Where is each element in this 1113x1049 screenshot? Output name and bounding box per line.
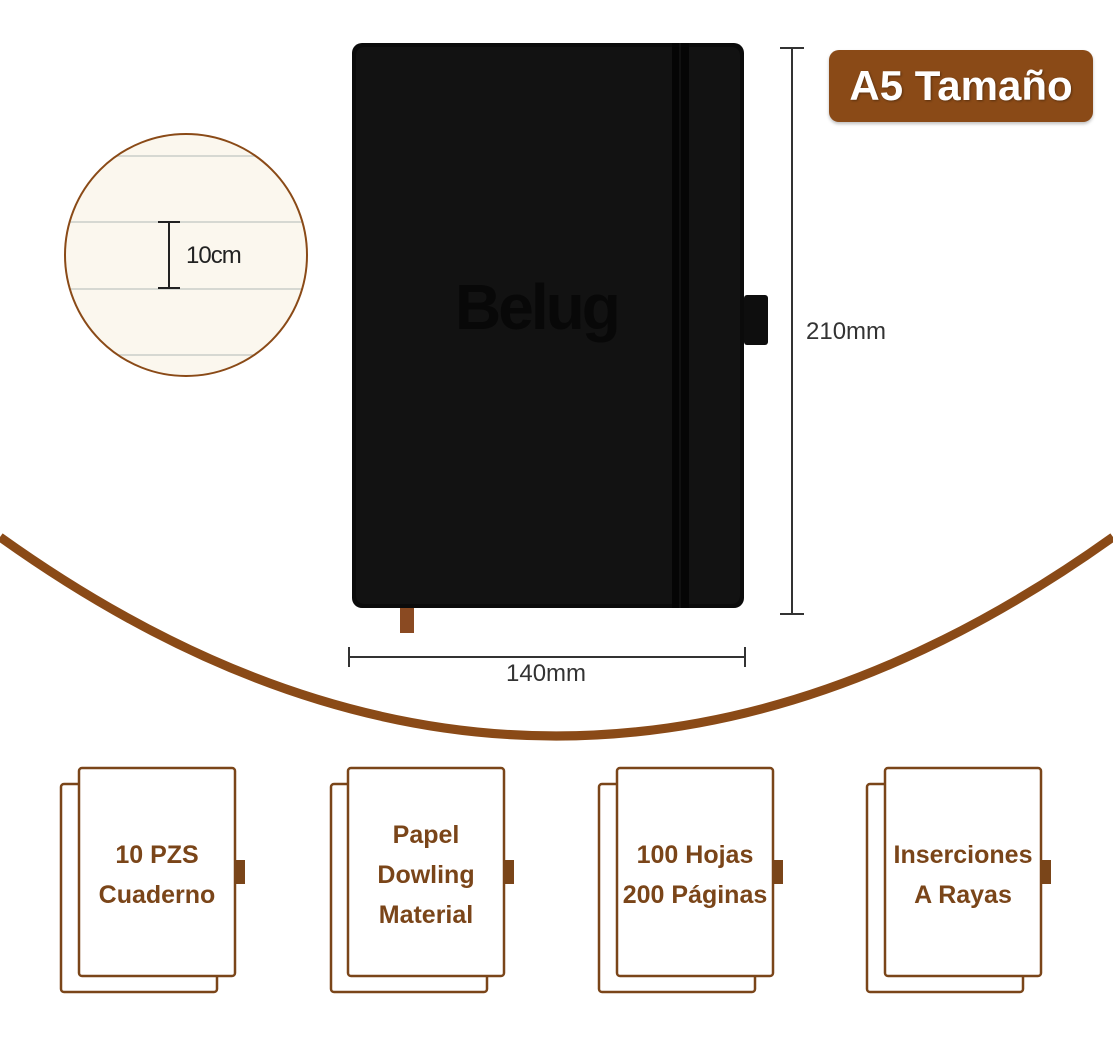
feature-label-line: Papel [392,821,460,849]
pen-loop [744,295,768,345]
feature-icon-3 [597,766,783,994]
feature-label-line: A Rayas [914,881,1012,909]
size-badge-label: A5 Tamaño [849,62,1073,109]
line-spacing-marker [158,221,180,289]
feature-label-line: Cuaderno [98,881,216,909]
feature-label-line: Material [378,901,474,929]
height-dimension [780,47,804,615]
feature-label-line: 100 Hojas [636,841,754,869]
feature-label-line: 200 Páginas [622,881,768,909]
brand-logo: Belug [455,271,621,343]
decorative-arc [0,533,1113,741]
feature-icon-2 [329,766,514,994]
width-dimension [348,647,746,667]
feature-label-4: Inserciones A Rayas [868,835,1058,915]
notebook [352,43,768,633]
feature-label-1: 10 PZS Cuaderno [62,835,252,915]
size-badge: A5 Tamaño [829,50,1093,122]
bookmark-ribbon [400,600,414,633]
feature-label-line: 10 PZS [115,841,199,869]
feature-label-2: Papel Dowling Material [331,815,521,935]
paper-zoom-circle [64,133,308,377]
line-spacing-label: 10cm [186,242,242,269]
feature-label-3: 100 Hojas 200 Páginas [600,835,790,915]
width-label: 140mm [506,660,587,687]
feature-icons [59,766,1051,994]
height-label: 210mm [806,318,887,345]
feature-label-line: Dowling [377,861,475,889]
feature-icon-4 [865,766,1051,994]
feature-label-line: Inserciones [893,841,1033,869]
feature-icon-1 [59,766,245,994]
